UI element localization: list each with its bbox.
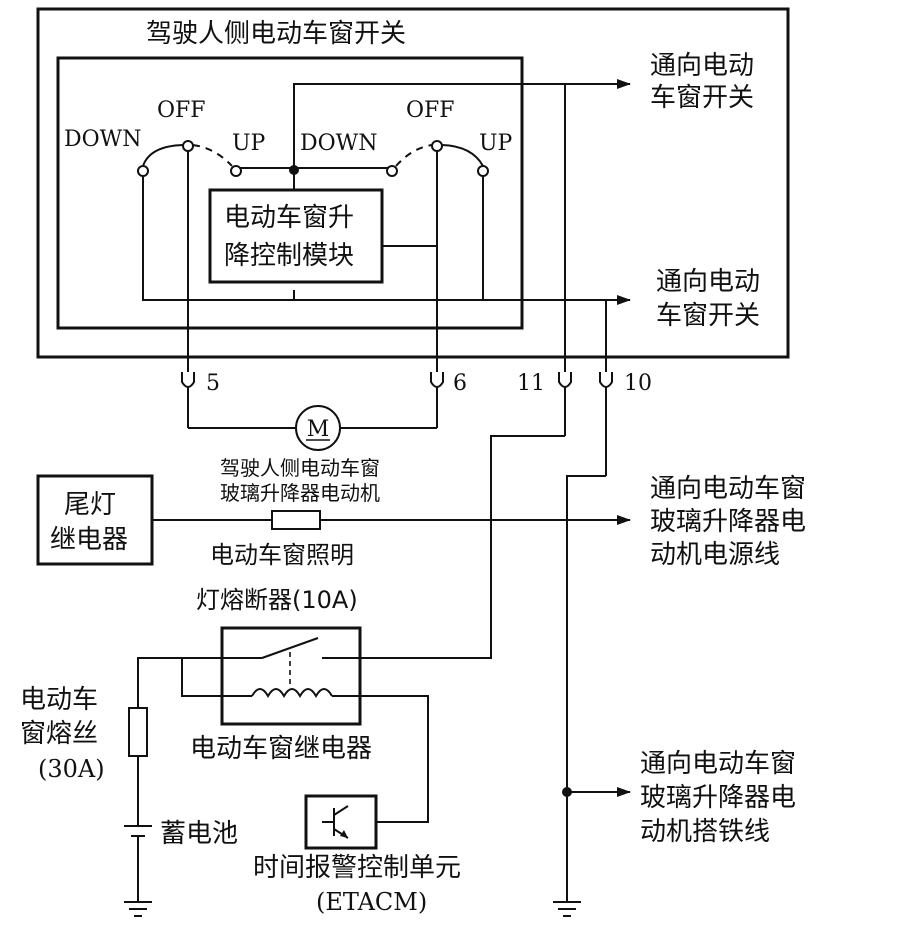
switch-inner-box [56, 56, 524, 330]
switch-title: 驾驶人侧电动车窗开关 [146, 19, 406, 49]
relay-coil-feed [181, 658, 222, 697]
connector-6 [430, 372, 444, 428]
mid-bus-line [142, 176, 631, 305]
window-fuse-line1: 电动车 [20, 685, 98, 715]
motor-symbol [295, 405, 341, 451]
lamp-fuse [271, 510, 321, 530]
lamp-fuse-line1: 电动车窗照明 [210, 541, 354, 569]
right-switch-dashed [395, 144, 433, 167]
terminal-10-label: 10 [624, 371, 652, 396]
control-module-box [208, 188, 384, 284]
relay-power-feed [137, 657, 222, 708]
center-bus [235, 167, 393, 170]
right-switch-arm [441, 144, 484, 167]
left-pivot [182, 140, 194, 152]
left-down-contact [137, 165, 149, 177]
left-switch-arm [142, 144, 184, 167]
to-motor-power-line1: 通向电动车窗 [650, 474, 806, 504]
left-up-contact [230, 165, 242, 177]
left-switch-dashed [192, 144, 233, 167]
connector-11 [558, 372, 572, 436]
to-motor-power-line2: 玻璃升降器电 [650, 507, 806, 537]
window-relay-box [220, 626, 362, 726]
window-fuse [128, 707, 148, 757]
control-module-line1: 电动车窗升 [224, 203, 354, 233]
motor-ground-icon [553, 901, 581, 917]
terminal-5-label: 5 [206, 371, 220, 396]
to-motor-power-line3: 动机电源线 [650, 540, 780, 570]
coil-etacm-wire [362, 695, 429, 823]
motor-label-line2: 玻璃升降器电动机 [220, 481, 380, 505]
left-off-label: OFF [157, 98, 206, 123]
etacm-line1: 时间报警控制单元 [253, 853, 461, 883]
right-pivot [431, 140, 443, 152]
connector-5 [181, 372, 195, 428]
switch-outer-box [36, 7, 790, 359]
etacm-line2: (ETACM) [316, 888, 427, 916]
left-up-label: UP [232, 131, 266, 156]
window-relay-label: 电动车窗继电器 [190, 734, 372, 764]
left-down-label: DOWN [64, 127, 142, 152]
right-down-contact [386, 165, 398, 177]
window-fuse-line3: (30A) [38, 755, 105, 783]
to-switch-top-line1: 通向电动 [650, 51, 754, 81]
battery-label: 蓄电池 [160, 819, 238, 849]
right-off-label: OFF [406, 98, 455, 123]
right-up-label: UP [479, 131, 513, 156]
tail-relay-line2: 继电器 [50, 525, 128, 555]
lamp-fuse-line2: 灯熔断器(10A) [196, 586, 358, 614]
to-switch-top-line2: 车窗开关 [650, 83, 754, 113]
to-switch-mid-line2: 车窗开关 [656, 301, 760, 331]
tail-relay-line1: 尾灯 [64, 490, 116, 520]
to-motor-ground-line3: 动机搭铁线 [640, 817, 770, 847]
terminal-11-label: 11 [517, 371, 545, 396]
transistor-icon [322, 805, 349, 839]
etacm-box [304, 794, 378, 850]
relay-switch-feed [362, 435, 565, 659]
to-motor-ground-line1: 通向电动车窗 [640, 749, 796, 779]
connector-10 [599, 372, 613, 476]
control-module-line2: 降控制模块 [224, 241, 354, 271]
top-bus-line [293, 79, 631, 168]
right-up-contact [477, 165, 489, 177]
window-fuse-line2: 窗熔丝 [20, 719, 98, 749]
battery-ground-icon [124, 901, 152, 917]
relay-contact-blade [261, 637, 319, 659]
motor-letter: M [307, 417, 330, 442]
right-down-label: DOWN [300, 131, 378, 156]
terminal-6-label: 6 [453, 371, 467, 396]
motor-label-line1: 驾驶人侧电动车窗 [220, 456, 380, 480]
to-switch-mid-line1: 通向电动 [656, 267, 760, 297]
relay-coil [251, 688, 333, 699]
to-motor-ground-line2: 玻璃升降器电 [640, 783, 796, 813]
ground-line [566, 475, 606, 902]
